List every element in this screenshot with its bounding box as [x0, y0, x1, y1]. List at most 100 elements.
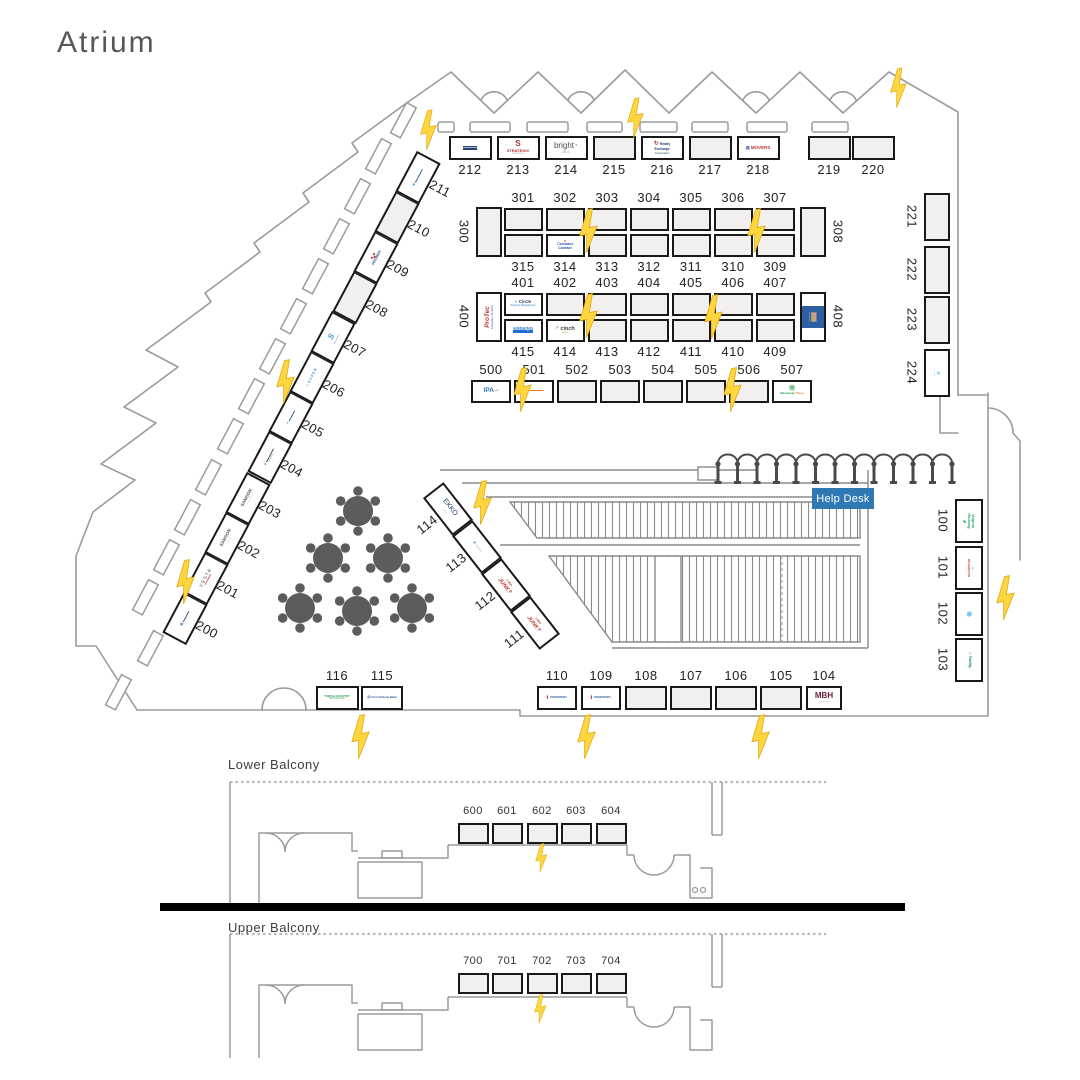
- exhibitor-logo: bright·MLS: [554, 140, 578, 155]
- booth-number-112: 112: [471, 587, 499, 614]
- exhibitor-logo: ✓cinch━━━━: [555, 325, 575, 335]
- booth-number-209: 209: [384, 256, 412, 281]
- booth-number-212: 212: [458, 162, 482, 177]
- booth-410: [713, 318, 753, 342]
- booth-number-310: 310: [721, 258, 745, 274]
- booth-number-415: 415: [511, 343, 535, 359]
- booth-219: [807, 136, 851, 160]
- logo-text: MOVERS: [750, 144, 771, 150]
- booth-222: [924, 246, 950, 294]
- exhibitor-logo: ▌ SOMERSBY: [547, 695, 568, 700]
- logo-text: IPA: [483, 387, 494, 395]
- logo-text: ▌: [590, 695, 593, 700]
- booth-number-404: 404: [637, 274, 661, 290]
- exhibitor-logo: ●: [957, 602, 981, 626]
- booth-number-100: 100: [935, 508, 951, 533]
- booth-number-104: 104: [812, 668, 836, 683]
- booth-number-308: 308: [830, 219, 846, 244]
- right-corridor-walls: [939, 392, 1021, 717]
- logo-text: MOVING INC: [329, 697, 345, 701]
- logo-text: S: [515, 138, 521, 148]
- booth-501: ▣ ▬▬▬▬: [514, 379, 554, 403]
- logo-text: ▨: [367, 695, 371, 700]
- logo-text: Constant: [557, 242, 573, 247]
- booth-number-116: 116: [325, 668, 349, 683]
- booth-number-408: 408: [830, 304, 846, 329]
- top-door-arcs: [480, 91, 857, 101]
- logo-text: Circle: [518, 299, 532, 305]
- booth-number-301: 301: [511, 189, 535, 205]
- booth-304: [629, 207, 669, 231]
- booth-215: [592, 136, 636, 160]
- booth-number-312: 312: [637, 258, 661, 274]
- booth-703: [560, 972, 592, 994]
- exhibitor-logo: ━━━━━━: [462, 145, 478, 151]
- exhibitor-logo: bluetape: [512, 327, 534, 333]
- booth-number-501: 501: [522, 361, 546, 377]
- logo-text: SOMERSBY: [549, 695, 568, 700]
- logo-text: Fidelity: [967, 656, 972, 668]
- booth-number-217: 217: [698, 162, 722, 177]
- booth-409: [755, 318, 795, 342]
- booth-number-604: 604: [601, 804, 621, 817]
- booth-405: [671, 292, 711, 316]
- booth-number-602: 602: [532, 804, 552, 817]
- logo-text: ◐: [514, 299, 518, 305]
- balcony-detail-circles: [691, 886, 707, 894]
- booth-number-307: 307: [763, 189, 787, 205]
- exhibitor-logo: IPA ▪▪▪▪: [484, 387, 499, 394]
- booth-107: [670, 686, 712, 710]
- booth-224: ◈▭▭▭: [924, 349, 950, 397]
- booth-number-223: 223: [904, 307, 920, 332]
- booth-500: IPA ▪▪▪▪: [471, 379, 511, 403]
- exhibitor-logo: ◈▭▭▭: [926, 362, 948, 384]
- booth-600: [457, 822, 489, 844]
- booth-number-405: 405: [679, 274, 703, 290]
- booth-number-203: 203: [256, 497, 284, 522]
- booth-number-101: 101: [935, 555, 951, 580]
- booth-number-703: 703: [566, 954, 586, 967]
- booth-number-306: 306: [721, 189, 745, 205]
- booth-220: [851, 136, 895, 160]
- booth-number-207: 207: [341, 336, 369, 361]
- booth-704: [595, 972, 627, 994]
- booth-503: [600, 379, 640, 403]
- booth-number-107: 107: [679, 668, 703, 683]
- booth-221: [924, 193, 950, 241]
- logo-text: Inspection Services: [490, 304, 495, 330]
- logo-text: Ⓜ: [789, 386, 795, 393]
- booth-700: [457, 972, 489, 994]
- booth-103: ⌂ Fidelity: [955, 638, 983, 682]
- logo-text: INTERSTATE: [967, 558, 972, 578]
- booth-number-222: 222: [904, 257, 920, 282]
- booth-number-409: 409: [763, 343, 787, 359]
- logo-text: ▦: [745, 144, 750, 150]
- booth-number-402: 402: [553, 274, 577, 290]
- booth-number-205: 205: [299, 416, 327, 441]
- booth-number-219: 219: [817, 162, 841, 177]
- exhibitor-logo: ⌂ Fidelity: [957, 648, 981, 672]
- booth-number-300: 300: [456, 219, 472, 244]
- booth-number-201: 201: [214, 577, 242, 602]
- booth-404: [629, 292, 669, 316]
- booth-number-210: 210: [405, 216, 433, 241]
- exhibitor-logo: ▌ SOMERSBY: [590, 695, 612, 700]
- booth-number-218: 218: [746, 162, 770, 177]
- logo-text: ◈: [935, 370, 942, 376]
- booth-306: [713, 207, 753, 231]
- logo-text: ▭▭▭▭▭: [511, 152, 525, 156]
- booth-number-110: 110: [545, 668, 569, 683]
- booth-214: bright·MLS: [544, 136, 588, 160]
- banquet-table: [305, 533, 351, 583]
- booth-505: [686, 379, 726, 403]
- top-zigzag-wall: [407, 69, 959, 396]
- logo-text: SOMERSBY: [593, 695, 612, 700]
- booth-number-213: 213: [506, 162, 530, 177]
- booth-101: ●INTERSTATE▭▭▭: [955, 546, 983, 590]
- logo-text: ⌂: [966, 652, 973, 656]
